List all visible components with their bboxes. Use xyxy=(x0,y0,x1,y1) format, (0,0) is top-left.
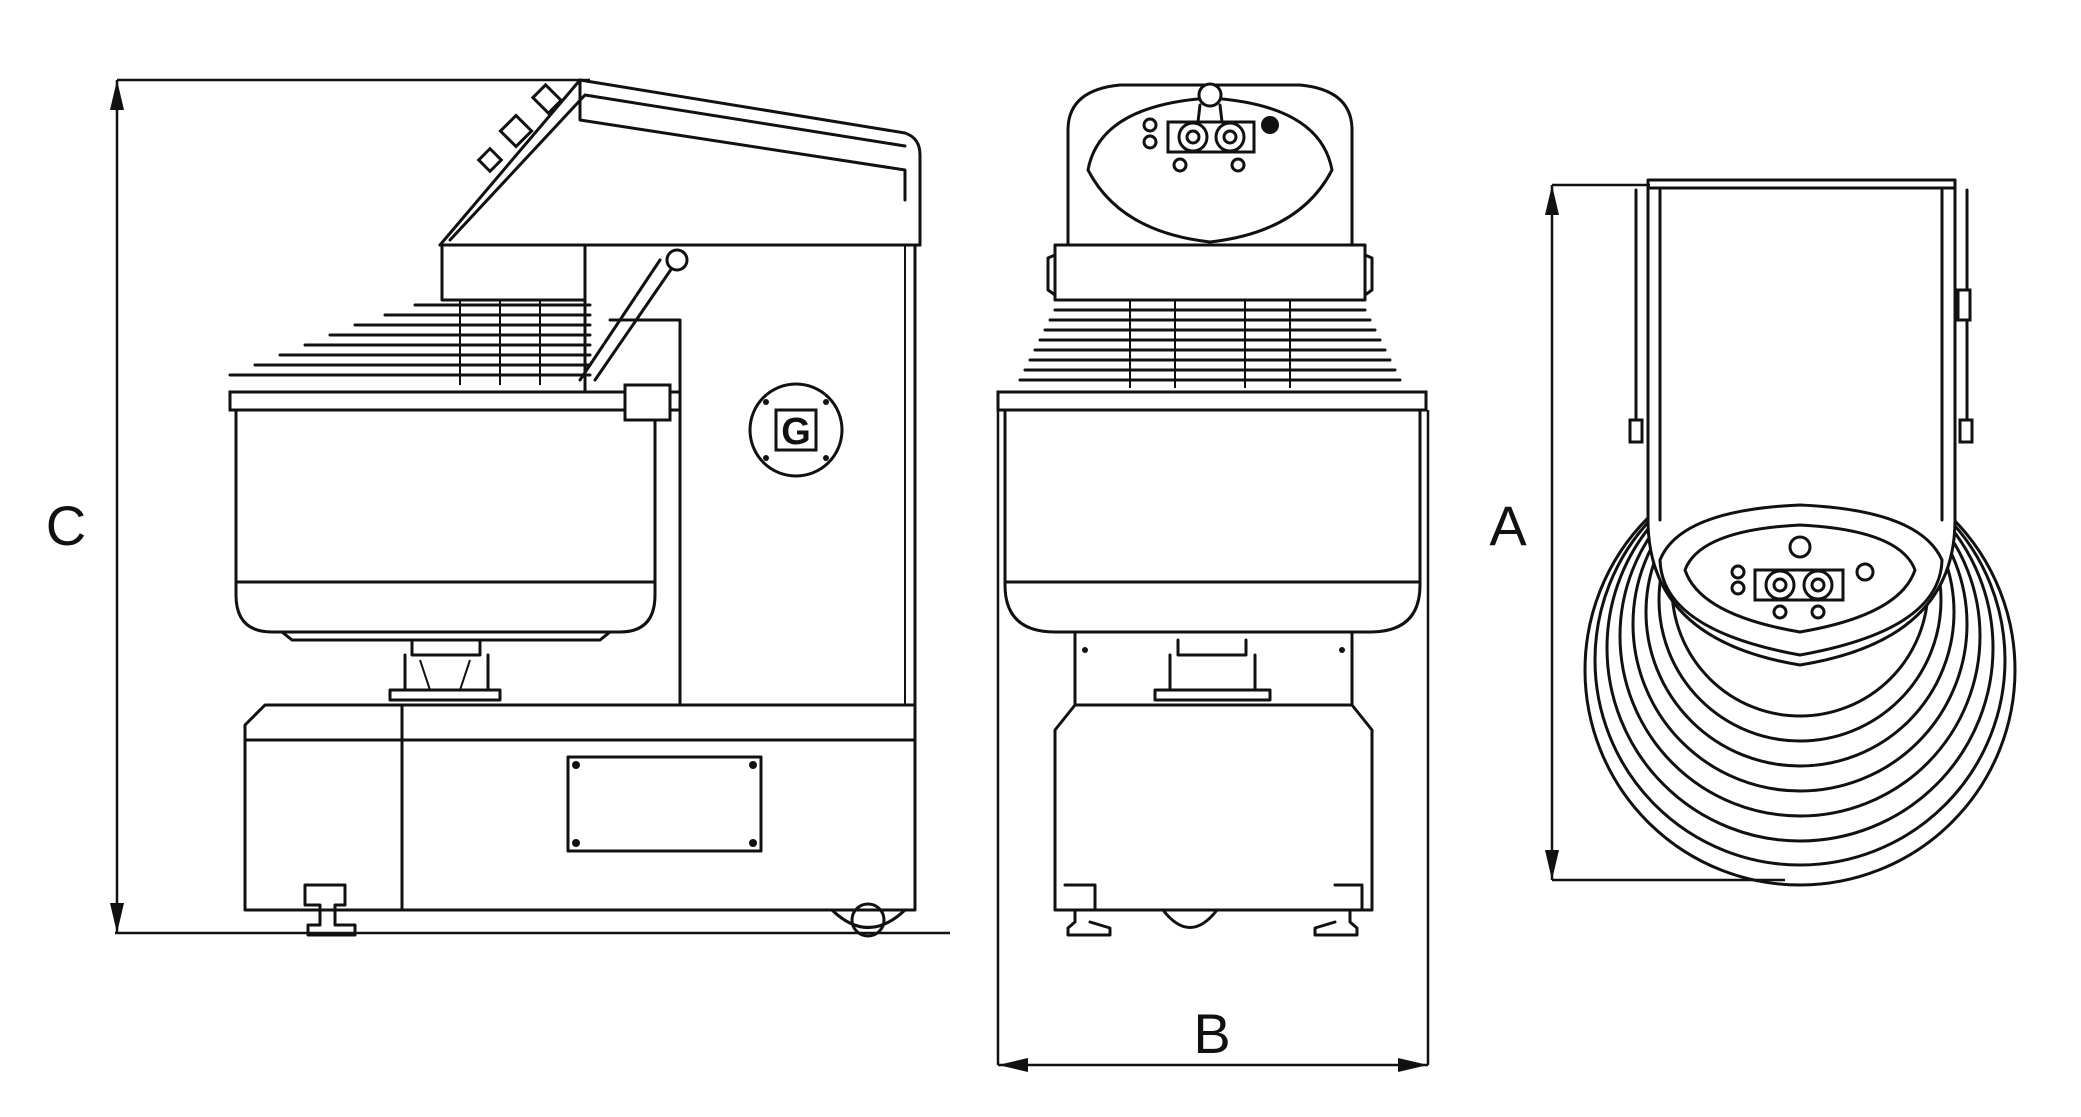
base xyxy=(243,703,917,938)
bowl-drive xyxy=(388,638,502,702)
front-view xyxy=(996,82,1430,1065)
logo-letter: G xyxy=(781,411,811,453)
side-view: G xyxy=(115,78,950,938)
control-panel xyxy=(1142,82,1279,173)
control-knobs xyxy=(476,82,564,174)
bowl xyxy=(228,383,682,642)
dimension-label-c: C xyxy=(46,494,86,557)
dimension-c: C xyxy=(46,78,590,933)
dimension-label-b: B xyxy=(1193,1002,1230,1065)
top-control-panel xyxy=(1730,535,1875,620)
dimension-a: A xyxy=(1489,183,1785,882)
top-view xyxy=(1583,178,2017,887)
dimension-label-a: A xyxy=(1489,494,1527,557)
guard-grid-front xyxy=(1018,300,1402,388)
brand-logo: G xyxy=(748,382,844,478)
guard-grid xyxy=(228,300,592,385)
dimension-b: B xyxy=(998,1002,1428,1072)
